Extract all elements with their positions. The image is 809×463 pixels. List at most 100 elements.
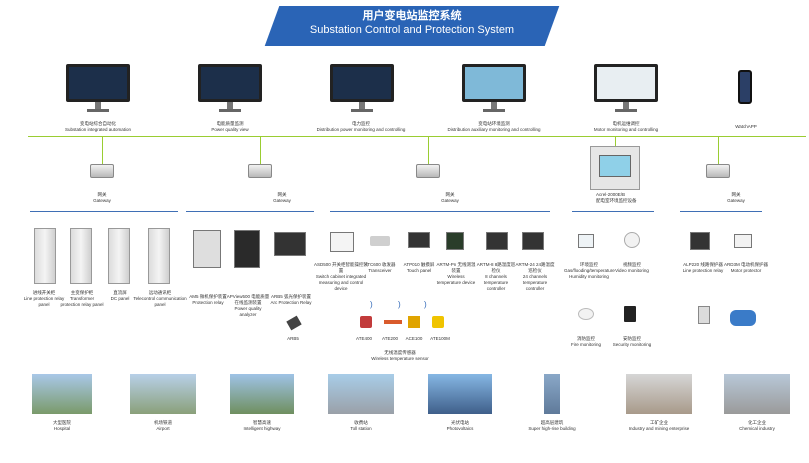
airport-image [130, 374, 196, 414]
scene-en: Toll station [350, 426, 372, 431]
monitor-screen [462, 64, 526, 102]
sensor-caption: ATE200 [382, 336, 398, 341]
device-cn: 安防监控 [623, 336, 641, 341]
caption-en: Distribution auxiliary monitoring and co… [447, 127, 541, 132]
breaker-icon [698, 306, 710, 324]
monitor-caption: 变电站综合自动化 Substation integrated automatio… [40, 121, 156, 133]
scene-en: Industry and mining enterprise [628, 426, 690, 431]
scene-en: Photovoltaics [446, 426, 474, 431]
monitor-base [351, 109, 373, 112]
gateway-cn: 网关 [731, 192, 741, 197]
gateway-caption: 网关 Gateway [262, 192, 302, 204]
monitor-distribution [330, 64, 394, 112]
device-cn: ARTM-8 8路温度巡检仪 [476, 262, 516, 273]
scene-en: Chemical industry [739, 426, 775, 431]
video-camera-icon [624, 232, 640, 248]
device-cn: ATP010 触摸屏 [403, 262, 435, 267]
device-cn: ARB5 弧光保护装置 [270, 294, 311, 299]
device-en: Line protection relay [682, 268, 724, 273]
motor-icon [730, 310, 756, 326]
scene-en: Super high-rise building [528, 426, 576, 431]
gateway-en: Gateway [93, 198, 111, 203]
bus-segment-2 [186, 211, 314, 212]
collector-link [615, 136, 616, 146]
title-cn: 用户变电站监控系统 [362, 10, 462, 22]
environment-collector-icon [590, 146, 640, 190]
bus-segment-4 [572, 211, 654, 212]
device-en: Transformer protection relay panel [60, 296, 104, 307]
wireless-signal-icon: ) [398, 300, 401, 309]
device-cn: 消防监控 [577, 336, 595, 341]
high-rise-image [544, 374, 560, 414]
touch-panel-icon [408, 232, 430, 248]
power-quality-analyzer-icon [234, 230, 260, 268]
monitor-screen [330, 64, 394, 102]
sensor-ate400-icon [360, 316, 372, 328]
device-en: Fire monitoring [570, 342, 601, 347]
scene-en: Intelligent highway [243, 426, 281, 431]
gateway-device-icon [416, 164, 440, 178]
monitor-caption: 电力监控 Distribution power monitoring and c… [296, 121, 426, 133]
gateway-link [718, 136, 719, 164]
caption-en: Power quality view [211, 127, 249, 132]
gateway-en: Gateway [273, 198, 291, 203]
device-en: Protection relay [192, 300, 224, 305]
device-en: Line protection relay panel [23, 296, 65, 307]
industry-image [626, 374, 692, 414]
bus-segment-5 [680, 211, 762, 212]
caption-en: Substation integrated automation [64, 127, 132, 132]
collector-desc: 配电室环境监控设备 [596, 198, 637, 203]
device-cn: 主变保护柜 [70, 290, 94, 295]
gateway-cn: 网关 [445, 192, 455, 197]
title-en: Substation Control and Protection System [309, 24, 515, 36]
caption-cn: 电力监控 [352, 121, 370, 126]
device-cn: AM5 微机保护装置 [189, 294, 227, 299]
chemical-image [724, 374, 790, 414]
device-cn: 直流屏 [113, 290, 127, 295]
scene-cn: 大型医院 [53, 420, 71, 425]
device-en: Telecontrol communication panel [133, 296, 187, 307]
monitor-caption: 电能质量监测 Power quality view [172, 121, 288, 133]
scene-en: Airport [156, 426, 170, 431]
device-en: DC panel [110, 296, 130, 301]
telecontrol-panel-icon [148, 228, 170, 284]
protection-relay-icon [193, 230, 221, 268]
wireless-signal-icon: ) [370, 300, 373, 309]
monitor-base [87, 109, 109, 112]
device-en: Security monitoring [612, 342, 652, 347]
gateway-link [102, 136, 103, 164]
monitor-screen [66, 64, 130, 102]
monitor-motor [594, 64, 658, 112]
gateway-device-icon [248, 164, 272, 178]
scene-en: Hospital [53, 426, 71, 431]
gateway-caption: 网关 Gateway [716, 192, 756, 204]
sensor-ate100m-icon [432, 316, 444, 328]
gateway-cn: 网关 [277, 192, 287, 197]
device-cn: ARD3M 电动机保护器 [724, 262, 769, 267]
monitor-stand [491, 102, 497, 109]
line-protection-panel-icon [34, 228, 56, 284]
scene-cn: 机场铁道 [154, 420, 172, 425]
sensor-caption: ATE400 [356, 336, 372, 341]
temperature-controller-24-icon [522, 232, 544, 250]
device-en: Video monitoring [615, 268, 649, 273]
monitor-base [483, 109, 505, 112]
monitor-auxiliary [462, 64, 526, 112]
sensor-ace100-icon [408, 316, 420, 328]
caption-en: Motor monitoring and controlling [593, 127, 659, 132]
monitor-caption: 变电站环境监测 Distribution auxiliary monitorin… [430, 121, 558, 133]
monitor-power-quality [198, 64, 262, 112]
scene-cn: 化工企业 [748, 420, 766, 425]
